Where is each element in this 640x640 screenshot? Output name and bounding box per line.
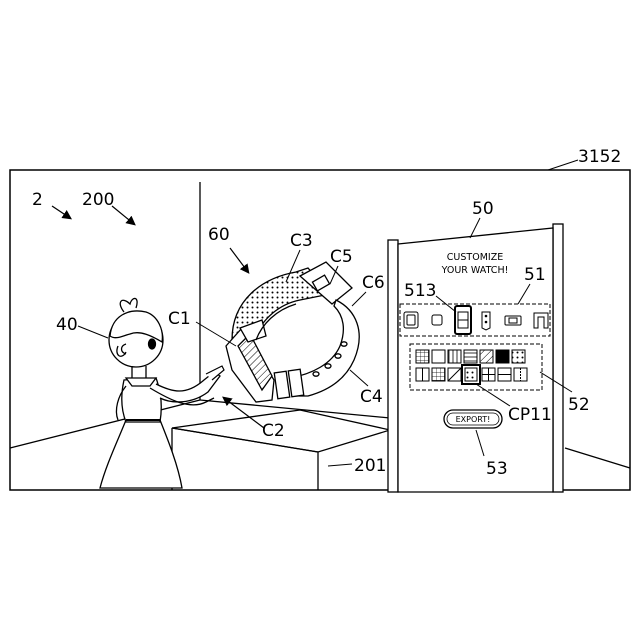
export-button-ref-label: 53	[486, 459, 508, 479]
selected-part-ref-label: 513	[404, 281, 436, 301]
parts-row-ref-label: 51	[524, 265, 546, 285]
frame-ref-label: 3152	[578, 147, 621, 167]
room-ref-label: 200	[82, 190, 114, 210]
panel-ref-label: 50	[472, 199, 494, 219]
selected-pattern-ref-label: CP11	[508, 405, 552, 425]
c1-label: C1	[168, 309, 191, 329]
pattern-grid-ref-label: 52	[568, 395, 590, 415]
c2-label: C2	[262, 421, 285, 441]
table-ref-label: 201	[354, 456, 386, 476]
c3-label: C3	[290, 231, 313, 251]
c4-label: C4	[360, 387, 383, 407]
c6-label: C6	[362, 273, 385, 293]
space-ref-label: 2	[32, 190, 43, 210]
export-button-label: EXPORT!	[456, 415, 491, 424]
c5-label: C5	[330, 247, 353, 267]
user-ref-label: 40	[56, 315, 78, 335]
frame-leader	[548, 160, 578, 170]
panel-title-line2: YOUR WATCH!	[441, 265, 509, 276]
panel-title-line1: CUSTOMIZE	[447, 252, 503, 263]
watch-ref-label: 60	[208, 225, 230, 245]
part-icon-face-small	[432, 315, 442, 325]
export-button[interactable]: EXPORT!	[444, 410, 502, 428]
